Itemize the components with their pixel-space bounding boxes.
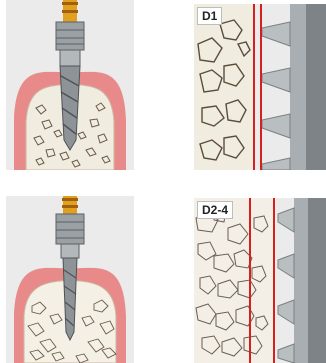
drill-bone-illustration-bottom: [6, 196, 134, 363]
density-label: D2-4: [197, 201, 233, 219]
drill-bone-illustration-top: [6, 0, 134, 170]
implant-threads: [262, 22, 290, 170]
drill-in-bone-graphic: [6, 196, 134, 363]
closeup-graphic: [194, 4, 326, 170]
drill-collar: [56, 214, 84, 244]
bone-closeup-bottom: D2-4: [194, 198, 326, 363]
density-label: D1: [197, 7, 222, 25]
bone-closeup-top: D1: [194, 4, 326, 170]
implant-threads: [278, 208, 294, 363]
drill-in-bone-graphic: [6, 0, 134, 170]
closeup-graphic: [194, 198, 326, 363]
drill-collar: [56, 22, 84, 50]
